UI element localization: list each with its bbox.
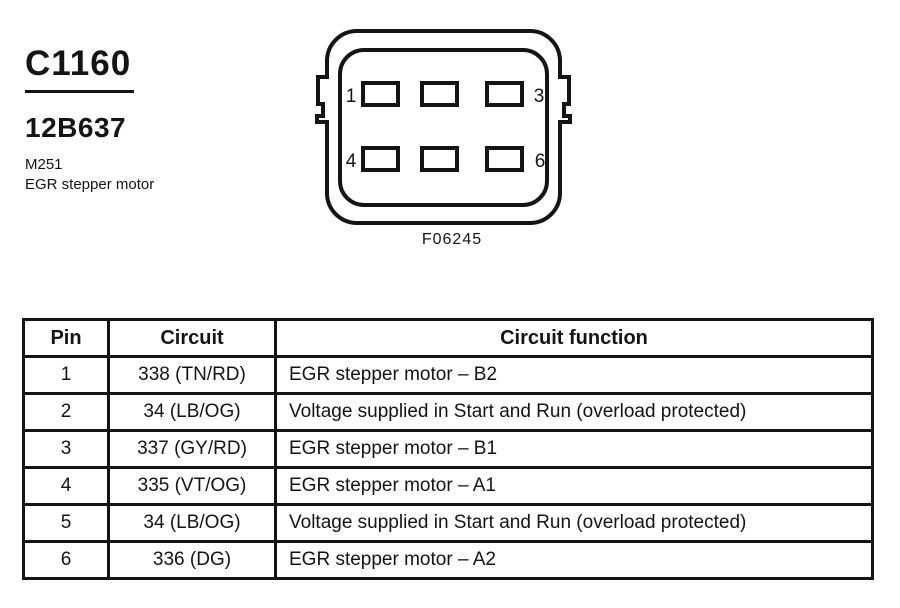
part-number: 12B637 [25,112,127,143]
circuit-column-header: Circuit [107,318,277,358]
circuit-function-cell: EGR stepper motor – B1 [274,429,874,469]
pin-cavity-5 [420,146,459,172]
pin-label-1: 1 [346,86,357,107]
circuit-cell: 338 (TN/RD) [107,355,277,395]
table-row: 3 337 (GY/RD) EGR stepper motor – B1 [22,429,874,469]
circuit-function-cell: EGR stepper motor – B2 [274,355,874,395]
component-code: M251 [25,156,63,173]
circuit-function-cell: EGR stepper motor – A2 [274,540,874,580]
pin-cavity-6 [485,146,524,172]
circuit-cell: 34 (LB/OG) [107,392,277,432]
circuit-function-column-header: Circuit function [274,318,874,358]
pin-cavity-2 [420,81,459,107]
circuit-function-cell: EGR stepper motor – A1 [274,466,874,506]
pin-cavity-4 [361,146,400,172]
circuit-cell: 335 (VT/OG) [107,466,277,506]
pin-cavity-1 [361,81,400,107]
pin-cell: 1 [22,355,110,395]
pin-column-header: Pin [22,318,110,358]
pin-label-3: 3 [534,86,545,107]
table-row: 2 34 (LB/OG) Voltage supplied in Start a… [22,392,874,432]
table-header-row: Pin Circuit Circuit function [22,318,874,358]
component-name: EGR stepper motor [25,176,155,193]
circuit-cell: 336 (DG) [107,540,277,580]
pin-cell: 5 [22,503,110,543]
pin-label-6: 6 [535,151,546,172]
connector-outer-outline [315,29,572,225]
table-row: 5 34 (LB/OG) Voltage supplied in Start a… [22,503,874,543]
pin-cavity-3 [485,81,524,107]
connector-id-title: C1160 [25,44,135,93]
table-row: 6 336 (DG) EGR stepper motor – A2 [22,540,874,580]
connector-inner-outline [338,48,549,207]
circuit-function-cell: Voltage supplied in Start and Run (overl… [274,503,874,543]
circuit-cell: 337 (GY/RD) [107,429,277,469]
connector-face-diagram: 1 3 4 6 [315,29,572,225]
pin-label-4: 4 [346,151,357,172]
pinout-table: Pin Circuit Circuit function 1 338 (TN/R… [22,318,874,580]
pin-cell: 3 [22,429,110,469]
circuit-function-cell: Voltage supplied in Start and Run (overl… [274,392,874,432]
pin-cell: 2 [22,392,110,432]
table-row: 1 338 (TN/RD) EGR stepper motor – B2 [22,355,874,395]
figure-id-caption: F06245 [421,231,483,248]
circuit-cell: 34 (LB/OG) [107,503,277,543]
table-row: 4 335 (VT/OG) EGR stepper motor – A1 [22,466,874,506]
pin-cell: 4 [22,466,110,506]
pin-cell: 6 [22,540,110,580]
